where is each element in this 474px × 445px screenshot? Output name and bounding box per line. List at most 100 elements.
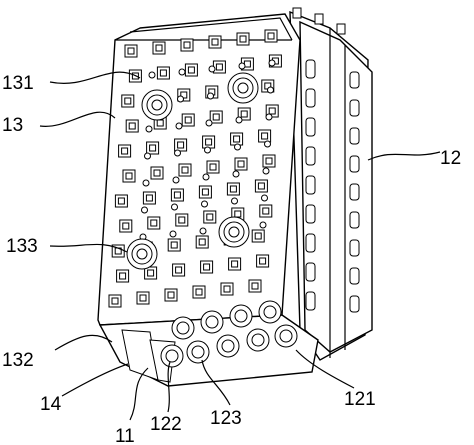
label-132: 132 (2, 350, 34, 371)
front-window (198, 185, 212, 199)
front-window (264, 29, 278, 43)
boss-131-a (141, 89, 173, 121)
terminal-roller (216, 334, 240, 358)
front-window (114, 194, 128, 208)
terminal-roller (171, 316, 195, 340)
front-window (178, 163, 192, 177)
pin-hole (232, 170, 240, 178)
pin-hole (144, 152, 151, 160)
pin-hole (171, 203, 178, 211)
front-window (118, 144, 132, 158)
pin-hole (207, 92, 214, 100)
front-window (192, 285, 206, 299)
pin-hole (178, 68, 186, 76)
pin-hole (148, 71, 156, 79)
pin-hole (262, 167, 270, 175)
side-slot (305, 59, 316, 79)
pin-hole (169, 230, 177, 238)
front-window (125, 119, 139, 133)
side-slot (305, 117, 316, 137)
front-window (164, 288, 178, 302)
front-window (220, 282, 234, 296)
front-window (170, 188, 184, 202)
pin-hole (208, 65, 216, 73)
label-14: 14 (40, 394, 62, 415)
terminal-roller (246, 328, 270, 352)
front-window (209, 110, 223, 124)
front-window (167, 238, 181, 252)
pin-hole (268, 59, 276, 67)
front-window (259, 204, 273, 218)
front-window (234, 157, 248, 171)
side-slot (349, 211, 360, 229)
pin-hole (142, 179, 150, 187)
front-window (226, 182, 240, 196)
front-window (156, 66, 170, 80)
side-slot (305, 233, 316, 253)
front-window (203, 210, 217, 224)
side-slot (349, 295, 360, 313)
pin-hole (265, 113, 273, 121)
label-131: 131 (2, 73, 34, 94)
front-window (119, 219, 133, 233)
front-window (262, 154, 276, 168)
side-slot (349, 71, 360, 89)
label-123: 123 (210, 408, 242, 429)
side-slot (349, 267, 360, 285)
front-window (180, 38, 194, 52)
front-window (142, 191, 156, 205)
boss-133-b (218, 216, 250, 248)
side-slot (349, 155, 360, 173)
terminal-roller-array (160, 300, 298, 368)
front-window (248, 279, 262, 293)
pin-hole (261, 194, 268, 202)
pin-hole (264, 140, 271, 148)
pin-hole (175, 122, 183, 130)
label-133: 133 (6, 236, 38, 257)
pin-hole (199, 227, 207, 235)
boss-133-a (126, 238, 158, 270)
front-window (206, 160, 220, 174)
front-window (212, 60, 226, 74)
side-slot (305, 204, 316, 224)
pin-hole (177, 95, 184, 103)
label-121: 121 (344, 389, 376, 410)
front-window (175, 213, 189, 227)
front-window (195, 235, 209, 249)
pin-hole (235, 116, 243, 124)
side-slot (349, 183, 360, 201)
pin-hole (172, 176, 180, 184)
pin-hole (174, 149, 181, 157)
front-window (121, 94, 135, 108)
terminal-roller (186, 340, 210, 364)
front-window (237, 107, 251, 121)
terminal-roller (200, 310, 224, 334)
front-window (254, 179, 268, 193)
pin-hole (231, 197, 238, 205)
side-slot (305, 88, 316, 108)
front-pin-hole-array (139, 59, 276, 241)
side-slot (305, 146, 316, 166)
pin-hole (201, 200, 208, 208)
front-window (124, 44, 138, 58)
front-window (116, 269, 130, 283)
terminal-roller (160, 344, 184, 368)
front-window (200, 260, 214, 274)
side-slot (305, 291, 316, 311)
side-slot-array (305, 59, 360, 313)
front-window (174, 138, 188, 152)
front-window (122, 169, 136, 183)
pin-hole (234, 143, 241, 151)
front-window (184, 63, 198, 77)
front-window (146, 141, 160, 155)
front-window (152, 41, 166, 55)
label-13: 13 (2, 115, 23, 136)
label-11: 11 (115, 426, 135, 445)
pin-hole (202, 173, 210, 181)
front-window (150, 166, 164, 180)
front-window (181, 113, 195, 127)
side-slot (349, 127, 360, 145)
front-window (202, 135, 216, 149)
leader-lines (39, 71, 441, 421)
side-slot (349, 239, 360, 257)
